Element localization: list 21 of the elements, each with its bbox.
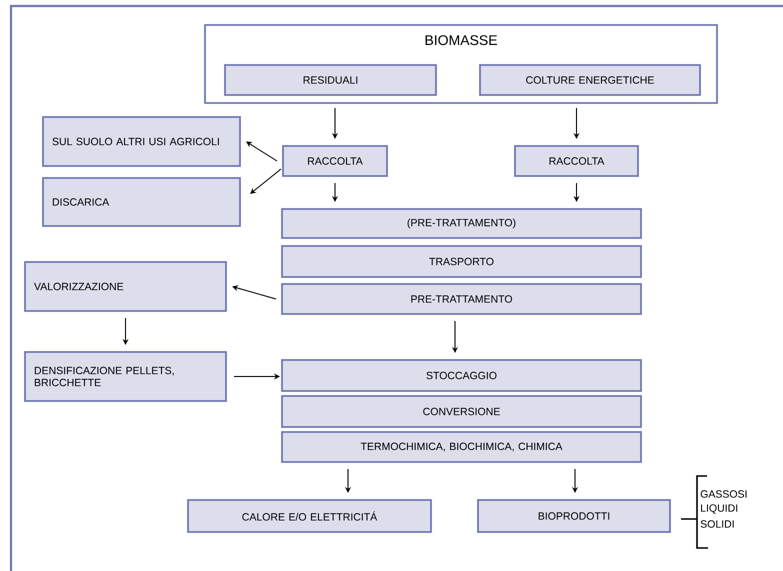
output-label: LIQUIDI	[701, 504, 738, 514]
process-box: RESIDUALI	[224, 64, 437, 96]
process-box: TRASPORTO	[281, 245, 642, 278]
arrow	[250, 168, 282, 194]
output-label: SOLIDI	[700, 520, 734, 528]
process-box: SUL SUOLO ALTRI USI AGRICOLI	[42, 116, 241, 167]
process-box: TERMOCHIMICA, BIOCHIMICA, CHIMICA	[281, 431, 642, 463]
process-box: CONVERSIONE	[281, 395, 642, 428]
process-box: VALORIZZAZIONE	[24, 261, 227, 312]
process-box: RACCOLTA	[514, 145, 639, 177]
process-box: CALORE E/O ELETTRICITÁ	[187, 499, 432, 533]
output-label: GASSOSI	[700, 490, 746, 498]
process-box: DENSIFICAZIONE PELLETS, BRICCHETTE	[24, 351, 227, 402]
process-box: BIOPRODOTTI	[477, 499, 671, 533]
process-box: COLTURE ENERGETICHE	[479, 64, 701, 96]
process-box: PRE-TRATTAMENTO	[281, 283, 642, 315]
process-box: STOCCAGGIO	[281, 359, 642, 392]
process-box: (PRE-TRATTAMENTO)	[281, 208, 642, 239]
process-box: RACCOLTA	[282, 145, 388, 177]
arrow	[246, 142, 278, 162]
process-box: DISCARICA	[42, 177, 241, 227]
